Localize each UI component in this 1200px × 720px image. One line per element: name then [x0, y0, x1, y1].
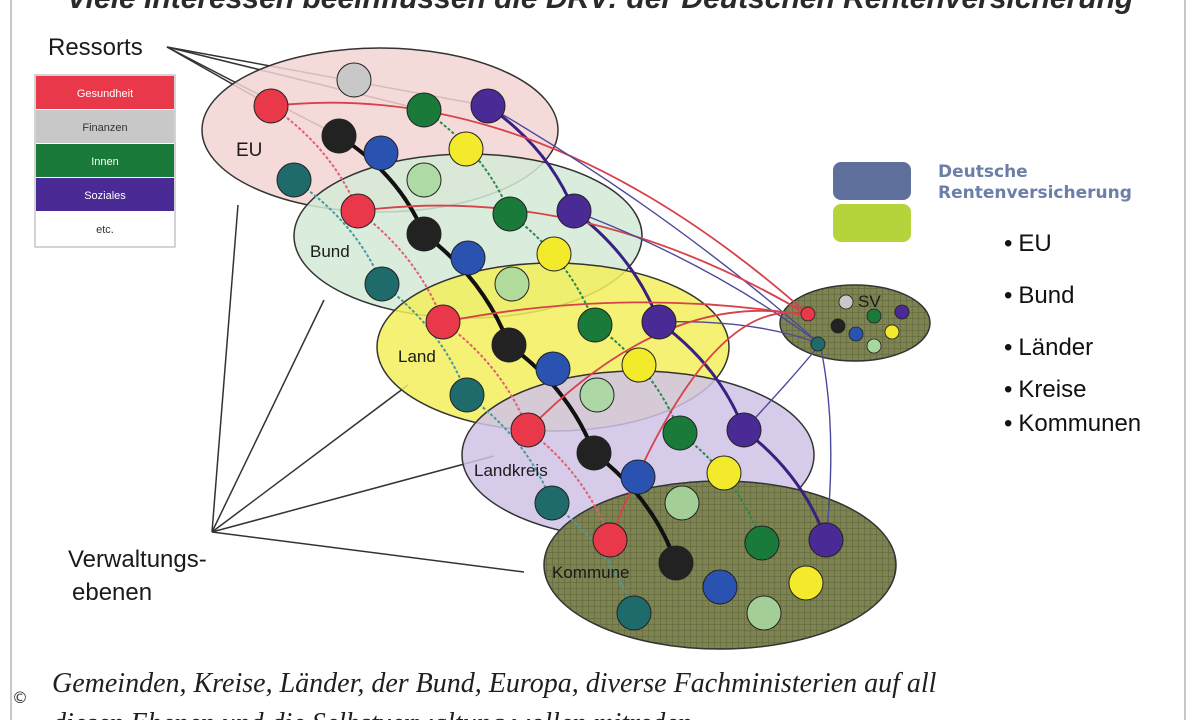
black-circle — [406, 216, 442, 252]
blue-circle — [620, 459, 656, 495]
black-circle — [576, 435, 612, 471]
drv-logo — [833, 162, 911, 242]
teal-circle — [276, 162, 312, 198]
red-circle — [425, 304, 461, 340]
teal-circle — [449, 377, 485, 413]
red-circle — [510, 412, 546, 448]
blue-circle — [450, 240, 486, 276]
legend-label: Innen — [91, 156, 119, 168]
caption-line2: diesen Ebenen und die Selbstverwaltung w… — [52, 708, 692, 720]
sv-link-purple — [573, 210, 821, 345]
green-circle — [577, 307, 613, 343]
verwaltung-pointer-line — [211, 299, 325, 533]
legend-label: Gesundheit — [77, 88, 133, 100]
drv-logo-line1: Deutsche — [938, 162, 1028, 182]
blue-circle — [702, 569, 738, 605]
sv-link-purple — [819, 343, 832, 541]
sv-link-red — [270, 101, 811, 317]
teal-circle — [616, 595, 652, 631]
level-label: Kommune — [552, 563, 629, 582]
level-label: EU — [236, 140, 262, 161]
green-circle — [662, 415, 698, 451]
level-label: Bund — [310, 242, 350, 261]
drv-logo-text: Deutsche Rentenversicherung — [938, 162, 1132, 204]
verwaltung-pointer-line — [211, 204, 239, 533]
yellow-circle — [788, 565, 824, 601]
sv-link-red — [442, 301, 811, 323]
grey-circle — [336, 62, 372, 98]
sv-black-circle — [830, 318, 846, 334]
sv-link-purple — [487, 105, 821, 345]
green-circle — [406, 92, 442, 128]
verwaltung-pointer-line — [211, 531, 525, 573]
purple-circle — [726, 412, 762, 448]
green-circle — [744, 525, 780, 561]
legend-swatch — [36, 212, 174, 245]
verwaltungsebenen-label-line2: ebenen — [72, 579, 152, 606]
verwaltung-pointer-line — [211, 455, 495, 533]
blue-circle — [535, 351, 571, 387]
lightgreen-circle — [579, 377, 615, 413]
teal-circle — [364, 266, 400, 302]
legend-label: etc. — [96, 224, 114, 236]
legend-label: Finanzen — [82, 122, 127, 134]
green-circle — [492, 196, 528, 232]
purple-circle — [470, 88, 506, 124]
lightgreen-circle — [664, 485, 700, 521]
logo-bottom-bar — [833, 204, 911, 242]
yellow-circle — [448, 131, 484, 167]
verwaltungsebenen-label-line1: Verwaltungs- — [68, 546, 207, 573]
red-circle — [340, 193, 376, 229]
black-circle — [491, 327, 527, 363]
figure-title: Viele Interessen beeinflussen die DRV: d… — [0, 0, 1200, 16]
legend-swatch — [36, 144, 174, 177]
lightgreen-circle — [494, 266, 530, 302]
legend-swatch — [36, 76, 174, 109]
verwaltung-pointer-line — [211, 384, 409, 533]
ressorts-label: Ressorts — [48, 34, 143, 61]
yellow-circle — [536, 236, 572, 272]
sv-lightgreen-circle — [866, 338, 882, 354]
sv-teal-circle — [810, 336, 826, 352]
level-label: Landkreis — [474, 461, 548, 480]
sv-yellow-circle — [884, 324, 900, 340]
legend-label: Soziales — [84, 190, 126, 202]
yellow-circle — [706, 455, 742, 491]
legend-frame — [34, 74, 176, 248]
sv-purple-circle — [894, 304, 910, 320]
red-circle — [253, 88, 289, 124]
purple-circle — [808, 522, 844, 558]
black-circle — [321, 118, 357, 154]
sv-blue-circle — [848, 326, 864, 342]
sv-ellipse — [779, 284, 931, 362]
purple-circle — [556, 193, 592, 229]
sv-label: SV — [858, 292, 881, 311]
sv-green-circle — [866, 308, 882, 324]
blue-circle — [363, 135, 399, 171]
drv-logo-line2: Rentenversicherung — [938, 183, 1132, 203]
copyright-icon: © — [12, 688, 28, 707]
purple-circle — [641, 304, 677, 340]
legend-swatch — [36, 110, 174, 143]
lightgreen-circle — [406, 162, 442, 198]
lightgreen-circle — [746, 595, 782, 631]
level-label: Land — [398, 347, 436, 366]
logo-top-bar — [833, 162, 911, 200]
teal-circle — [534, 485, 570, 521]
black-circle — [658, 545, 694, 581]
legend-swatch — [36, 178, 174, 211]
figure-frame — [10, 0, 1186, 720]
sv-red-circle — [800, 306, 816, 322]
yellow-circle — [621, 347, 657, 383]
caption-line1: Gemeinden, Kreise, Länder, der Bund, Eur… — [52, 668, 937, 699]
red-circle — [592, 522, 628, 558]
sv-grey-circle — [838, 294, 854, 310]
